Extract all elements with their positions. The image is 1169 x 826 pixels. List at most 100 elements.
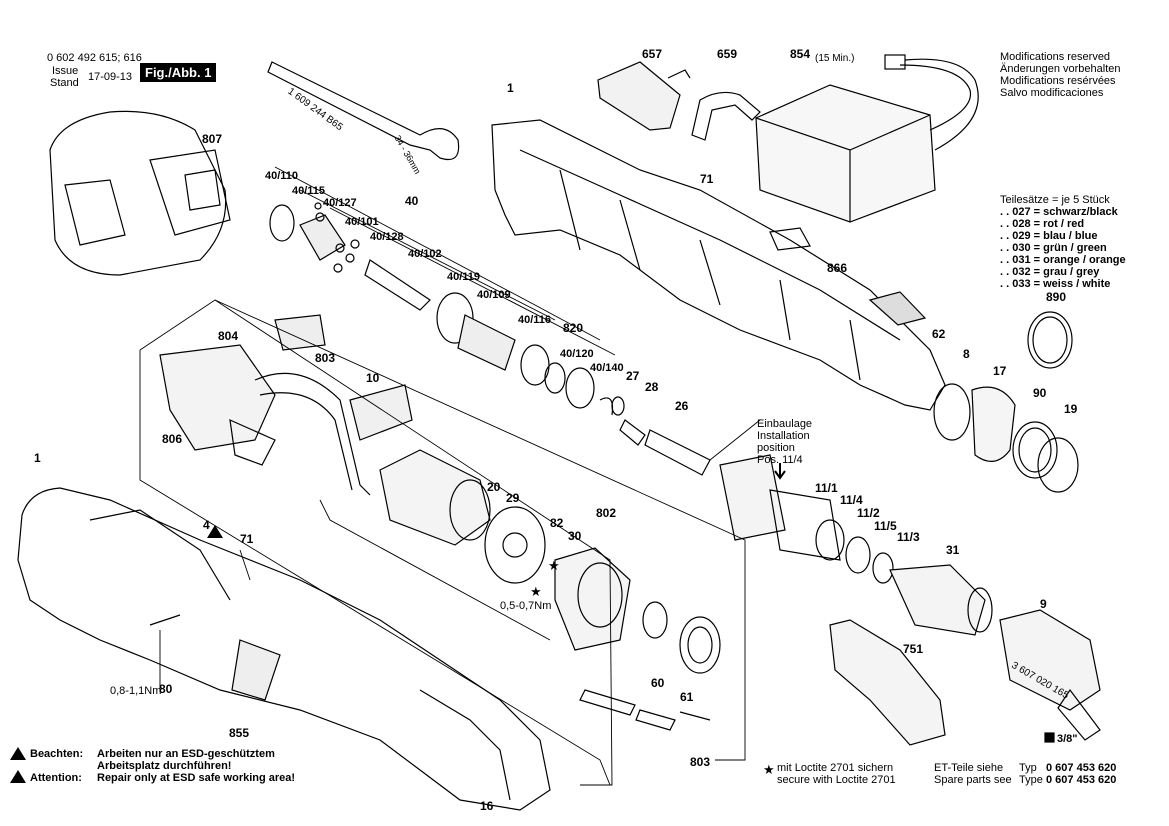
- loctite-star-icon: ★: [548, 559, 560, 574]
- esd-warning-icon-de: [10, 747, 26, 760]
- parts-set-line: . . 032 = grau / grey: [1000, 266, 1100, 278]
- part-label-11-4: 11/4: [840, 493, 863, 507]
- issue-date: 17-09-13: [88, 71, 133, 83]
- parts-set-line: . . 028 = rot / red: [1000, 218, 1085, 230]
- part-label-1-upper: 1: [507, 81, 514, 95]
- part-label-80: 80: [159, 682, 173, 696]
- part-label-11-1: 11/1: [815, 481, 838, 495]
- part-label-40-140: 40/140: [590, 362, 624, 374]
- leader-lines: [139, 166, 761, 786]
- part-label-27: 27: [626, 369, 640, 383]
- wrench-drawing: [267, 61, 460, 161]
- install-note: position: [757, 442, 795, 454]
- type-label-en: Type: [1019, 774, 1043, 786]
- part-label-40-116: 40/116: [518, 314, 552, 326]
- esd-de-text-2: Arbeitsplatz durchführen!: [97, 760, 232, 772]
- motor-drawing: [379, 449, 491, 546]
- electronics-drawing: [159, 314, 371, 496]
- plate-866-drawing: [769, 227, 811, 251]
- part-label-31: 31: [946, 543, 960, 557]
- part-label-90: 90: [1033, 386, 1047, 400]
- esd-warning-icon-en: [10, 770, 26, 783]
- part-label-806: 806: [162, 432, 183, 446]
- part-label-659: 659: [717, 47, 738, 61]
- part-label-30: 30: [568, 529, 582, 543]
- loctite-de: mit Loctite 2701 sichern: [777, 762, 894, 774]
- part-label-803-upper: 803: [315, 351, 336, 365]
- stand-label: Stand: [50, 77, 79, 89]
- install-arrow-icon: [774, 463, 786, 480]
- drive-size: 3/8": [1057, 733, 1078, 745]
- part-label-82: 82: [550, 516, 564, 530]
- figure-badge: Fig./Abb. 1: [140, 63, 217, 82]
- loctite-star-icon-note: ★: [763, 763, 775, 778]
- part-label-16: 16: [480, 799, 494, 813]
- parts-set-title: Teilesätze = je 5 Stück: [1000, 194, 1110, 206]
- part-label-1-lower: 1: [34, 451, 41, 465]
- part-label-40-128: 40/128: [370, 231, 404, 243]
- install-note: Einbaulage: [757, 418, 813, 430]
- part-label-19: 19: [1064, 402, 1078, 416]
- part-label-60: 60: [651, 676, 665, 690]
- part-label-4: 4: [203, 518, 210, 532]
- type-number-en: 0 607 453 620: [1046, 774, 1117, 786]
- mod-line: Änderungen vorbehalten: [1000, 63, 1121, 75]
- part-label-20: 20: [487, 480, 501, 494]
- part-62-drawing: [868, 291, 927, 326]
- esd-en-label: Attention:: [30, 772, 82, 784]
- charger-drawing: [755, 54, 979, 223]
- contacts-drawing: [579, 689, 711, 731]
- esd-de-label: Beachten:: [30, 748, 84, 760]
- install-note: Pos. 11/4: [757, 454, 803, 466]
- type-label-de: Typ: [1019, 762, 1037, 774]
- part-label-26: 26: [675, 399, 689, 413]
- part-label-866: 866: [827, 261, 848, 275]
- part-label-751: 751: [903, 642, 924, 656]
- et-de: ET-Teile siehe: [934, 762, 1004, 774]
- part-label-40-102: 40/102: [408, 248, 442, 260]
- part-label-820: 820: [563, 321, 584, 335]
- motor-bracket-drawing: [484, 506, 721, 674]
- esd-de-text-1: Arbeiten nur an ESD-geschütztem: [97, 748, 275, 760]
- part-label-71-lower: 71: [240, 532, 254, 546]
- part-label-802: 802: [596, 506, 617, 520]
- housing-upper-drawing: [491, 119, 946, 411]
- loctite-star-icon-2: ★: [530, 585, 542, 600]
- part-label-804: 804: [218, 329, 239, 343]
- sleeve-751-drawing: [829, 619, 946, 746]
- housing-lower-drawing: [17, 487, 551, 811]
- part-numbers: 0 602 492 615; 616: [47, 52, 142, 64]
- parts-set-line: . . 029 = blau / blue: [1000, 230, 1098, 242]
- handle-657-drawing: [597, 61, 691, 131]
- part-label-40-109: 40/109: [477, 289, 511, 301]
- part-label-890: 890: [1046, 290, 1067, 304]
- part-label-40-120: 40/120: [560, 348, 594, 360]
- part-label-8: 8: [963, 347, 970, 361]
- part-label-17: 17: [993, 364, 1007, 378]
- install-note: Installation: [757, 430, 810, 442]
- parts-set-line: . . 030 = grün / green: [1000, 242, 1107, 254]
- pcb-10-drawing: [349, 384, 413, 441]
- battery-pack-drawing: [49, 110, 231, 276]
- part-label-11-2: 11/2: [857, 506, 880, 520]
- part-label-62: 62: [932, 327, 946, 341]
- part-label-29: 29: [506, 491, 520, 505]
- part-label-9: 9: [1040, 597, 1047, 611]
- part-label-11-3: 11/3: [897, 530, 920, 544]
- type-number-de: 0 607 453 620: [1046, 762, 1117, 774]
- mod-line: Modifications resérvées: [1000, 75, 1116, 87]
- parts-set-line: . . 031 = orange / orange: [1000, 254, 1126, 266]
- et-en: Spare parts see: [934, 774, 1012, 786]
- part-label-854: 854: [790, 47, 811, 61]
- clip-659-drawing: [691, 91, 761, 141]
- mod-line: Salvo modificaciones: [1000, 87, 1104, 99]
- part-label-11-5: 11/5: [874, 519, 897, 533]
- part-label-40-101: 40/101: [345, 216, 379, 228]
- part-label-40-119: 40/119: [447, 271, 481, 283]
- part-label-40-115: 40/115: [292, 185, 326, 197]
- gearbox-assembly-drawing: [269, 202, 711, 476]
- rings-drawing: [933, 311, 1079, 493]
- parts-set-line: . . 033 = weiss / white: [1000, 278, 1111, 290]
- mod-line: Modifications reserved: [1000, 51, 1111, 63]
